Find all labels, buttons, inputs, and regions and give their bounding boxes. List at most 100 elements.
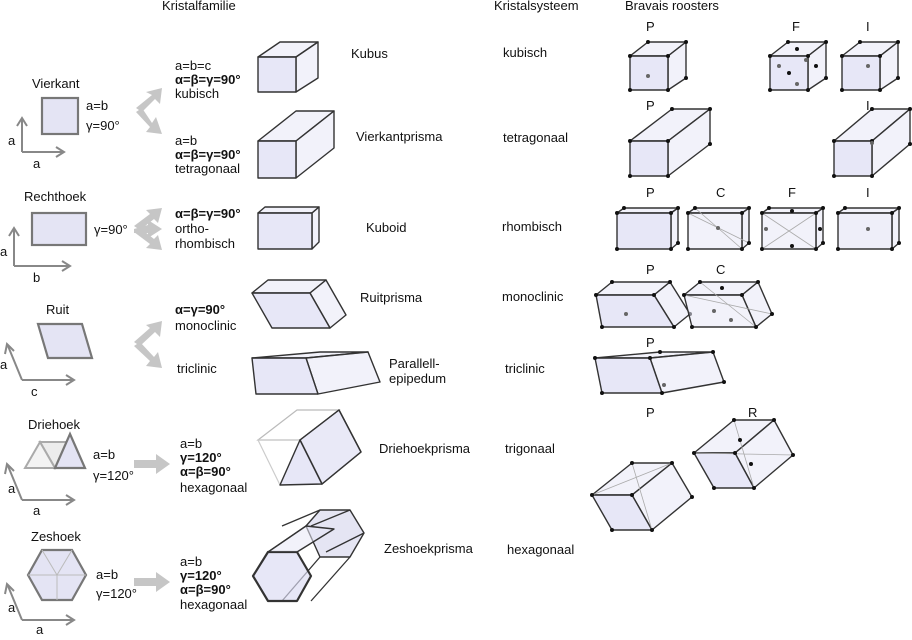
hexagon-cond-gamma: γ=120° <box>96 586 137 601</box>
cond-ortho-2: ortho- <box>175 221 209 236</box>
cond-cubic-3: kubisch <box>175 86 219 101</box>
system-trigonal: trigonaal <box>505 441 555 456</box>
prism-label-hex: Zeshoekprisma <box>384 541 474 556</box>
bravais-mono-C: C <box>716 262 725 277</box>
hexagonal-prism <box>251 509 365 603</box>
header-bravais: Bravais roosters <box>625 0 719 13</box>
lattice-trig-R <box>692 418 795 490</box>
square-cond-ab: a=b <box>86 98 108 113</box>
prism-label-tetra: Vierkantprisma <box>356 129 443 144</box>
cond-ortho-3: rhombisch <box>175 236 235 251</box>
axes-ruit <box>4 341 76 386</box>
bravais-ortho-C: C <box>716 185 725 200</box>
cond-cubic-1: a=b=c <box>175 58 212 73</box>
cond-tetra-3: tetragonaal <box>175 161 240 176</box>
cond-tetra-1: a=b <box>175 133 197 148</box>
tetragonal-prism <box>257 110 335 179</box>
lattice-ortho-F <box>760 206 825 251</box>
system-tetragonal: tetragonaal <box>503 130 568 145</box>
shape-name-ruit: Ruit <box>46 302 70 317</box>
bravais-cubic-I: I <box>866 19 870 34</box>
axis-label-ruit-2: c <box>31 384 38 399</box>
branch-arrow-rhombus <box>134 321 162 368</box>
cond-hex-2: γ=120° <box>180 568 222 583</box>
cond-trig-3: α=β=90° <box>180 464 231 479</box>
hexagon-cond-ab: a=b <box>96 567 118 582</box>
triangle-shape <box>23 431 87 471</box>
bravais-cubic-P: P <box>646 19 655 34</box>
axes-zeshoek <box>4 581 76 626</box>
shape-name-vierkant: Vierkant <box>32 76 80 91</box>
bravais-ortho-I: I <box>866 185 870 200</box>
axis-label-vierkant-2: a <box>33 156 41 171</box>
bravais-tri-P: P <box>646 335 655 350</box>
lattice-mono-C <box>682 280 774 329</box>
bravais-ortho-P: P <box>646 185 655 200</box>
bravais-tetra-P: P <box>646 98 655 113</box>
cond-hex-4: hexagonaal <box>180 597 247 612</box>
lattice-mono-P <box>594 280 692 329</box>
axes-vierkant <box>16 116 66 158</box>
arrow-triangle <box>134 454 170 474</box>
cond-trig-1: a=b <box>180 436 202 451</box>
cond-mono-1: α=γ=90° <box>175 302 225 317</box>
lattice-tetra-I <box>832 107 912 178</box>
lattice-ortho-P <box>615 206 680 251</box>
lattice-ortho-I <box>836 206 901 251</box>
bravais-trig-P: P <box>646 405 655 420</box>
lattice-cubic-I <box>840 40 900 92</box>
branch-arrow-square <box>136 88 162 134</box>
axis-label-rechthoek-1: a <box>0 244 8 259</box>
prism-label-cube: Kubus <box>351 46 388 61</box>
triangle-cond-gamma: γ=120° <box>93 468 134 483</box>
axis-label-driehoek-2: a <box>33 503 41 518</box>
header-family: Kristalfamilie <box>162 0 236 13</box>
lattice-tetra-P <box>628 107 712 178</box>
axis-label-ruit-1: a <box>0 357 8 372</box>
bravais-mono-P: P <box>646 262 655 277</box>
cond-ortho-1: α=β=γ=90° <box>175 206 241 221</box>
header-system: Kristalsysteem <box>494 0 579 13</box>
system-mono: monoclinic <box>502 289 564 304</box>
rectangle-cond-gamma: γ=90° <box>94 222 128 237</box>
axis-label-rechthoek-2: b <box>33 270 40 285</box>
cond-hex-1: a=b <box>180 554 202 569</box>
prism-label-rhomb: Ruitprisma <box>360 290 423 305</box>
system-tri: triclinic <box>505 361 545 376</box>
lattice-ortho-C <box>686 206 751 251</box>
axis-label-vierkant-1: a <box>8 133 16 148</box>
lattice-trig-P <box>590 461 694 532</box>
axis-label-zeshoek-2: a <box>36 622 44 635</box>
arrow-hexagon <box>134 572 170 592</box>
bravais-ortho-F: F <box>788 185 796 200</box>
cond-mono-2: monoclinic <box>175 318 237 333</box>
system-cubic: kubisch <box>503 45 547 60</box>
axes-rechthoek <box>8 226 72 272</box>
bravais-trig-R: R <box>748 405 757 420</box>
shape-name-zeshoek: Zeshoek <box>31 529 81 544</box>
square-shape <box>40 96 80 136</box>
lattice-cubic-F <box>768 40 828 92</box>
axes-driehoek <box>4 461 76 506</box>
cond-trig-4: hexagonaal <box>180 480 247 495</box>
rhombic-prism <box>251 279 347 329</box>
lattice-cubic-P <box>628 40 688 92</box>
cond-tetra-2: α=β=γ=90° <box>175 147 241 162</box>
parallelepiped-prism <box>251 351 381 395</box>
axis-label-driehoek-1: a <box>8 481 16 496</box>
cond-tri-1: triclinic <box>177 361 217 376</box>
bravais-tetra-I: I <box>866 98 870 113</box>
prism-label-tri: Driehoekprisma <box>379 441 471 456</box>
system-hexagonal: hexagonaal <box>507 542 574 557</box>
system-ortho: rhombisch <box>502 219 562 234</box>
shape-name-rechthoek: Rechthoek <box>24 189 87 204</box>
shape-name-driehoek: Driehoek <box>28 417 81 432</box>
hexagon-shape <box>26 548 88 602</box>
triangle-cond-ab: a=b <box>93 447 115 462</box>
rhombus-shape <box>36 322 94 360</box>
prism-label-para-2: epipedum <box>389 371 446 386</box>
cuboid-prism <box>257 206 320 250</box>
branch-arrow-rectangle <box>134 208 162 250</box>
